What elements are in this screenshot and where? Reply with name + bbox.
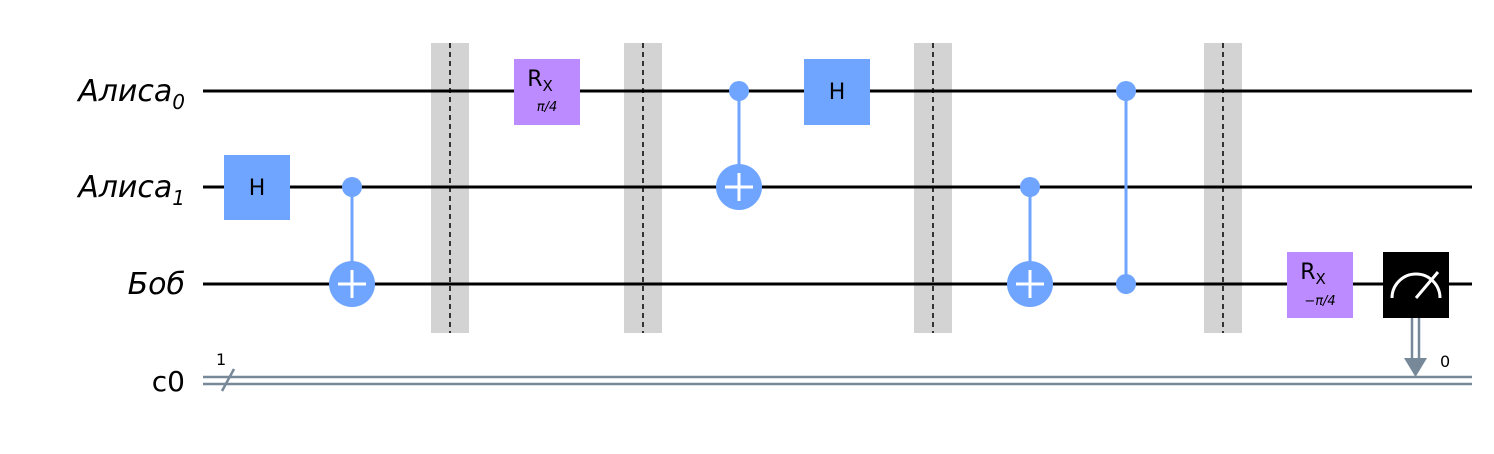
clbit-label-c0: c0 xyxy=(152,365,185,398)
cnot-gate-2 xyxy=(716,81,762,210)
meter-icon xyxy=(1390,272,1442,299)
cz-control-dot-bottom xyxy=(1116,274,1136,294)
classical-width-label: 1 xyxy=(216,350,226,369)
cz-gate xyxy=(1116,81,1136,294)
classical-wire-c0 xyxy=(203,368,1472,392)
h-gate-label: H xyxy=(829,80,846,105)
qubit-label-alice-1: Алиса1 xyxy=(76,170,185,210)
measure-gate xyxy=(1383,252,1449,377)
measure-bit-index-label: 0 xyxy=(1440,352,1450,371)
svg-text:RX: RX xyxy=(1300,260,1326,288)
h-gate-label: H xyxy=(249,176,266,201)
rx-gate-bob: RX −π/4 xyxy=(1287,252,1353,318)
rx-gate-alice-0: RX π/4 xyxy=(514,59,580,125)
cz-control-dot-top xyxy=(1116,81,1136,101)
cnot-gate-1 xyxy=(329,177,375,307)
cnot-gate-3 xyxy=(1007,177,1053,307)
qubit-label-alice-0: Алиса0 xyxy=(76,74,185,114)
qubit-label-bob: Боб xyxy=(128,267,185,302)
h-gate-alice-0: H xyxy=(804,59,870,125)
h-gate-alice-1: H xyxy=(224,155,290,220)
svg-text:RX: RX xyxy=(527,67,553,95)
rx-param-label: π/4 xyxy=(537,100,557,115)
rx-param-label: −π/4 xyxy=(1304,294,1335,309)
cnot-control-dot xyxy=(729,81,749,101)
measure-arrow xyxy=(1404,358,1427,377)
cnot-control-dot xyxy=(1020,177,1040,197)
cnot-control-dot xyxy=(342,177,362,197)
